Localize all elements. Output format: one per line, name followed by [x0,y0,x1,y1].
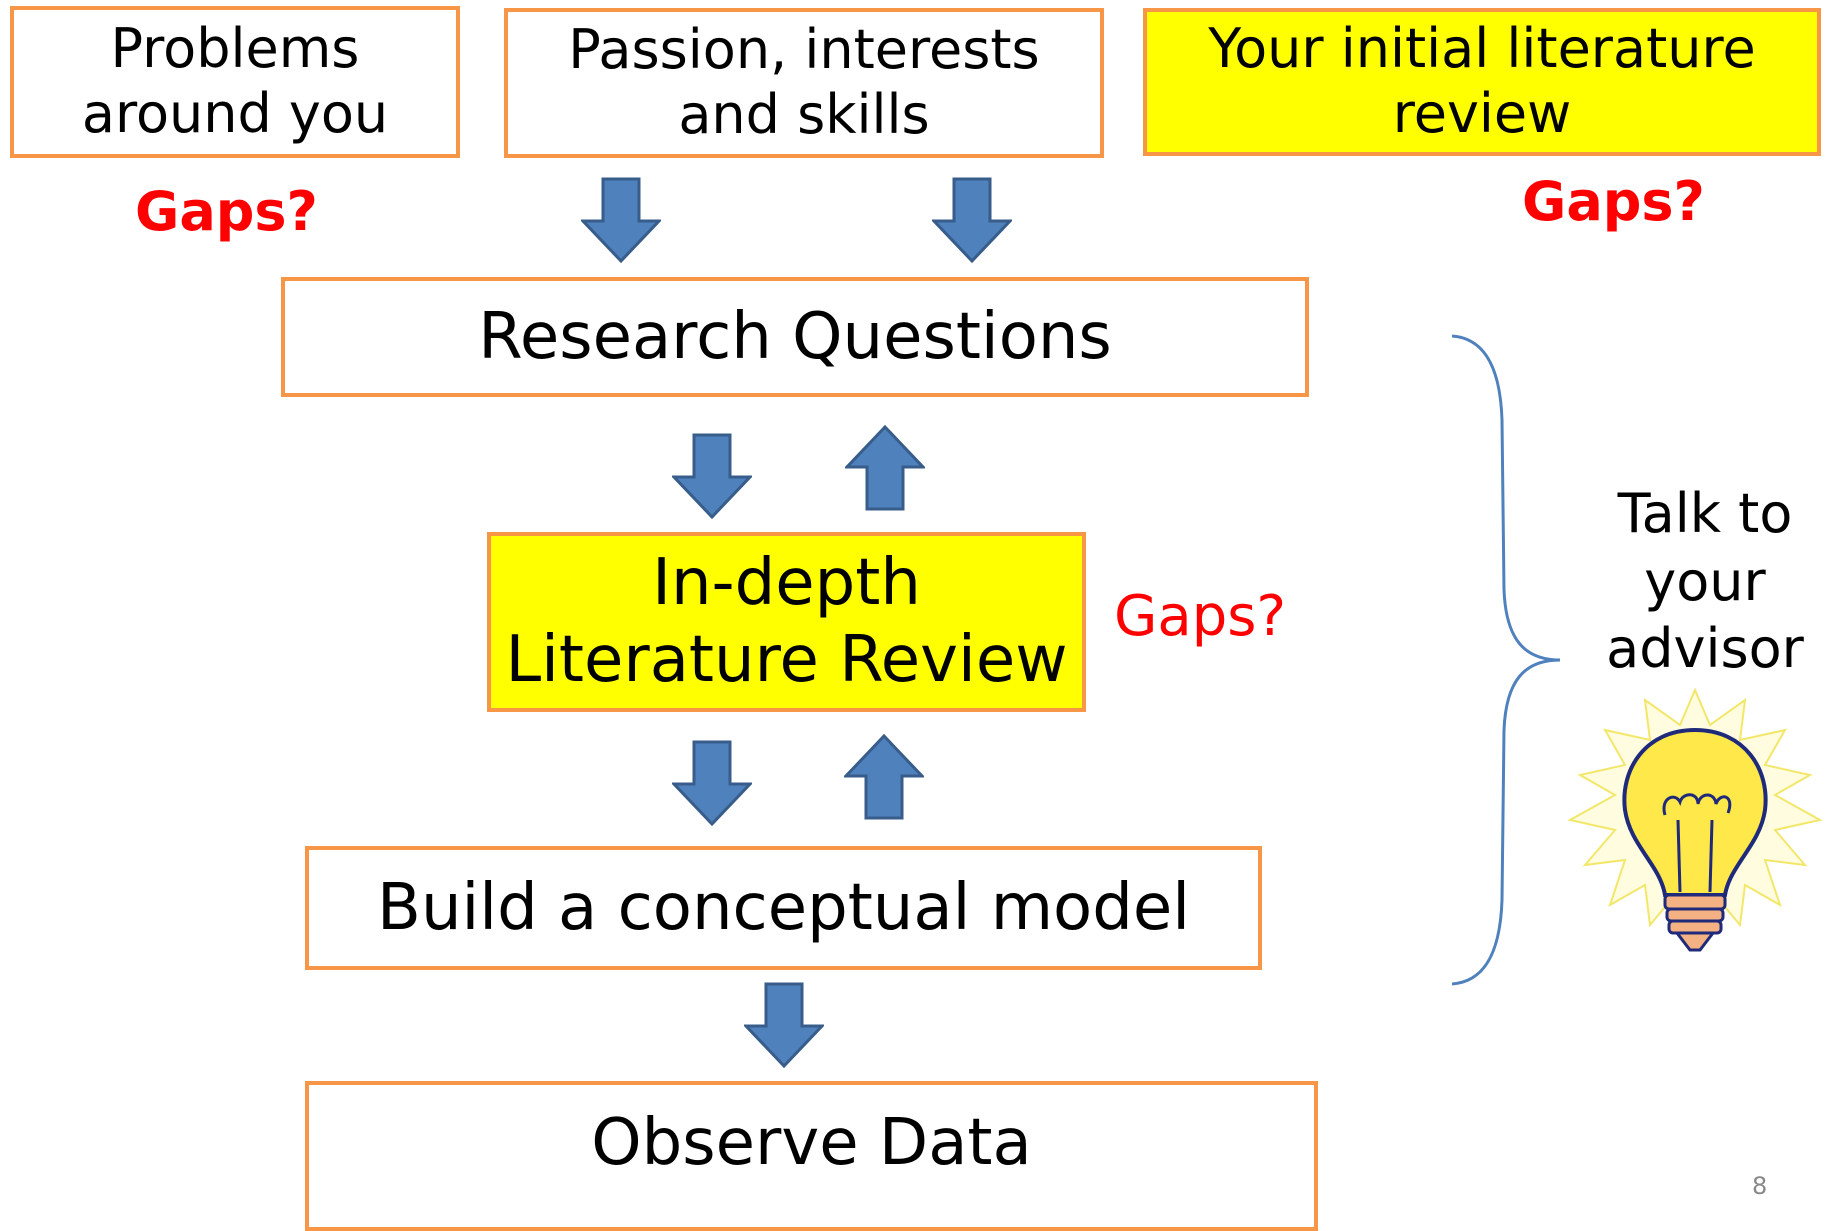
arrow-down-icon [932,177,1012,263]
indepth-review-line1: In-depth [652,546,921,621]
arrow-down-icon [744,982,824,1068]
advisor-note-line1: Talk to [1617,482,1793,545]
problems-line2: around you [81,82,389,145]
lightbulb-icon [1567,687,1823,952]
gaps-label-left: Gaps? [135,180,318,243]
advisor-note-line3: advisor [1606,617,1804,680]
indepth-review-box: In-depth Literature Review [487,532,1086,712]
advisor-note: Talk to your advisor [1585,480,1825,683]
gaps-label-middle: Gaps? [1114,584,1287,649]
passion-line2: and skills [678,83,930,146]
arrow-up-icon [845,425,925,511]
problems-line1: Problems [110,17,360,81]
arrow-down-icon [672,740,752,826]
initial-review-box: Your initial literature review [1143,8,1821,156]
page-number: 8 [1752,1172,1768,1200]
arrow-down-icon [672,433,752,519]
passion-box: Passion, interests and skills [504,8,1104,158]
conceptual-model-box: Build a conceptual model [305,846,1262,970]
observe-data-text: Observe Data [591,1106,1032,1180]
initial-review-line2: review [1392,82,1572,145]
gaps-label-right: Gaps? [1522,170,1705,233]
initial-review-line1: Your initial literature [1208,17,1756,81]
curly-brace-icon [1451,334,1561,986]
research-questions-box: Research Questions [281,277,1309,397]
advisor-note-line2: your [1644,549,1766,613]
arrow-up-icon [844,734,924,820]
observe-data-box: Observe Data [305,1081,1318,1231]
problems-box: Problems around you [10,6,460,158]
passion-line1: Passion, interests [568,18,1040,82]
indepth-review-line2: Literature Review [505,623,1068,697]
conceptual-model-text: Build a conceptual model [377,870,1190,945]
arrow-down-icon [581,177,661,263]
research-questions-text: Research Questions [478,299,1112,374]
